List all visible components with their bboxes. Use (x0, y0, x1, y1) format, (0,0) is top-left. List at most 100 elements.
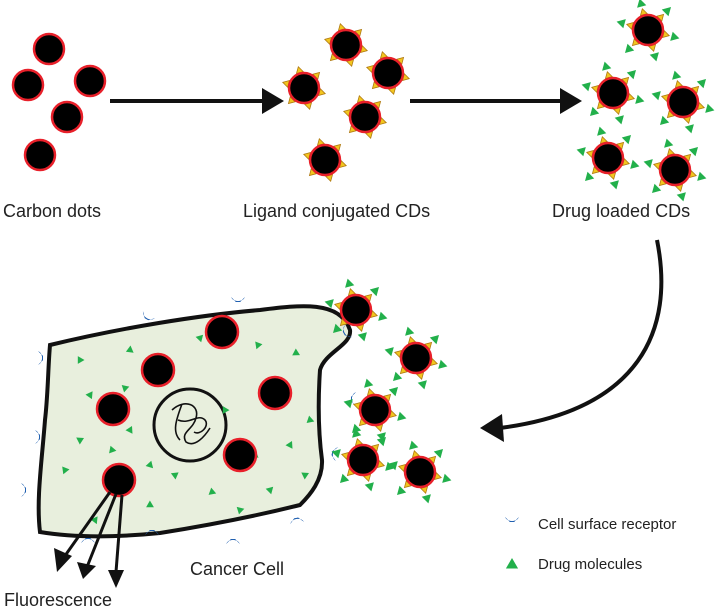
carbon-dot (358, 393, 392, 427)
drug-molecule (146, 500, 154, 508)
drug-molecule (688, 147, 698, 157)
drug-molecule (630, 159, 640, 169)
drug-molecule (652, 183, 662, 193)
drug-molecule (421, 494, 431, 504)
label-cancer-cell: Cancer Cell (190, 559, 285, 579)
arrow-drug-to-cell-head (480, 414, 504, 442)
drug-molecule (621, 135, 631, 145)
drug-molecule (324, 299, 334, 309)
receptor-icon (81, 538, 95, 543)
drug-molecule (121, 385, 130, 393)
drug-molecule (388, 461, 398, 471)
carbon-dot (666, 85, 700, 119)
drug-molecule (236, 506, 245, 515)
drug-molecule (301, 472, 309, 480)
receptor-icon (342, 324, 352, 338)
carbon-dots-group (11, 32, 107, 172)
drug-molecule (626, 70, 636, 80)
drug-molecule (306, 415, 315, 423)
drug-molecule (125, 426, 133, 434)
drug-molecule (597, 126, 607, 136)
carbon-dot (257, 375, 293, 411)
drug-molecule (62, 466, 70, 475)
drug-molecule (76, 437, 84, 445)
carbon-dot (101, 462, 137, 498)
drug-molecule (576, 147, 586, 157)
receptor-icon (290, 517, 304, 525)
legend-label-receptor: Cell surface receptor (538, 516, 677, 533)
drug-molecule (333, 323, 343, 333)
carbon-dot (371, 56, 405, 90)
drug-molecule (345, 278, 355, 288)
drug-molecule (352, 428, 362, 438)
drug-molecule (649, 52, 659, 62)
drug-molecule (85, 391, 93, 400)
drug-molecule (255, 341, 263, 350)
receptor-icon (142, 311, 156, 321)
carbon-dot (346, 443, 380, 477)
fluorescence-arrows (54, 491, 124, 588)
drug-molecule (614, 115, 624, 125)
drug-molecule (625, 43, 635, 53)
drug-molecule (697, 171, 707, 181)
drug-molecule (661, 7, 671, 17)
legend-icons (505, 517, 519, 569)
drug-molecule (357, 332, 367, 342)
drug-molecule (433, 449, 443, 459)
arrow-dots-to-ligand-head (262, 88, 284, 114)
drug-molecule (442, 473, 452, 483)
drug-molecule (602, 61, 612, 71)
drug-molecule (609, 180, 619, 190)
drug-molecule (222, 406, 230, 414)
carbon-dot (591, 141, 625, 175)
drug-molecule (429, 335, 439, 345)
drug-molecule (384, 347, 394, 357)
receptor-icon (21, 483, 26, 497)
carbon-dot (308, 143, 342, 177)
carbon-dot (32, 32, 66, 66)
drug-molecule (585, 171, 595, 181)
drug-molecule (616, 19, 626, 29)
carbon-dot (403, 455, 437, 489)
label-ligand-conjugated-cds: Ligand conjugated CDs (243, 201, 431, 221)
drug-molecule (388, 387, 398, 397)
carbon-dot (329, 28, 363, 62)
cancer-cell (21, 297, 356, 544)
arrow-ligand-to-drug-head (560, 88, 582, 114)
drug-legend-icon (505, 558, 519, 569)
carbon-dot (73, 64, 107, 98)
drug-molecule (285, 441, 293, 449)
drug-molecule (676, 192, 686, 202)
drug-molecule (376, 437, 386, 447)
drug-molecule (684, 124, 694, 134)
carbon-dot (287, 71, 321, 105)
drug-molecule (417, 380, 427, 390)
drug-molecule (90, 516, 98, 525)
drug-molecule (292, 348, 300, 356)
internalized-carbon-dots (95, 314, 293, 498)
drug-molecule (581, 82, 591, 92)
receptor-icon (231, 297, 245, 302)
drug-molecule (696, 79, 706, 89)
drug-molecule (590, 106, 600, 116)
carbon-dot (596, 76, 630, 110)
label-fluorescence: Fluorescence (4, 590, 113, 610)
carbon-dot (339, 293, 373, 327)
drug-molecule (705, 103, 715, 113)
drug-molecule (195, 334, 204, 343)
drug-molecule (170, 472, 179, 480)
drug-molecule (637, 0, 647, 8)
receptor-icon (226, 539, 240, 544)
drug-molecule (397, 485, 407, 495)
drug-molecule (393, 371, 403, 381)
arrow-drug-to-cell (499, 239, 664, 430)
carbon-dot (140, 352, 176, 388)
drug-molecule (672, 70, 682, 80)
drug-molecule (208, 487, 217, 495)
drug-molecule (343, 399, 353, 409)
carbon-dot (222, 437, 258, 473)
nucleus-chromatin (171, 403, 211, 445)
receptor-legend-icon (505, 517, 519, 522)
drug-molecule (405, 326, 415, 336)
